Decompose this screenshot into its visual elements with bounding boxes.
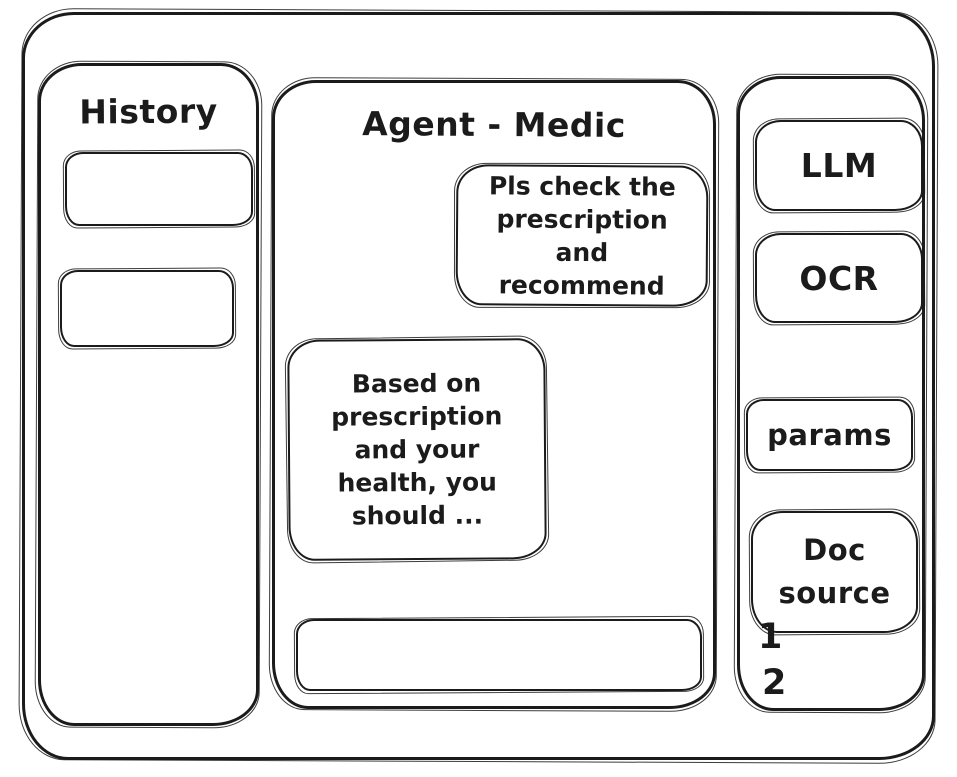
user-message-bubble: Pls check the prescription and recommend [455,164,709,307]
params-button-label: params [767,418,892,452]
doc-source-item-1[interactable]: 1 [758,617,783,657]
history-item-label [62,272,232,345]
history-panel: History [38,63,259,726]
chat-panel: Agent - Medic Pls check the prescription… [272,80,716,709]
doc-source-button[interactable]: Doc source [751,511,918,633]
message-input-box[interactable] [296,619,702,691]
tools-panel: LLM OCR params Doc source 1 2 [737,76,925,711]
user-message-text: Pls check the prescription and recommend [488,170,676,301]
llm-button-label: LLM [800,146,878,185]
history-title-text: History [79,91,218,132]
assistant-message-bubble: Based on prescription and your health, y… [287,338,547,561]
history-item-label [67,154,251,224]
ocr-button[interactable]: OCR [755,233,923,323]
doc-source-item-2[interactable]: 2 [762,663,787,703]
llm-button[interactable]: LLM [755,120,923,211]
params-button[interactable]: params [746,399,913,471]
history-item[interactable] [65,152,253,226]
ocr-button-label: OCR [799,258,879,298]
message-input[interactable] [298,621,700,689]
doc-source-button-label: Doc source [778,532,891,611]
history-item[interactable] [60,270,234,347]
assistant-message-text: Based on prescription and your health, y… [331,368,503,531]
chat-title: Agent - Medic [362,104,626,145]
